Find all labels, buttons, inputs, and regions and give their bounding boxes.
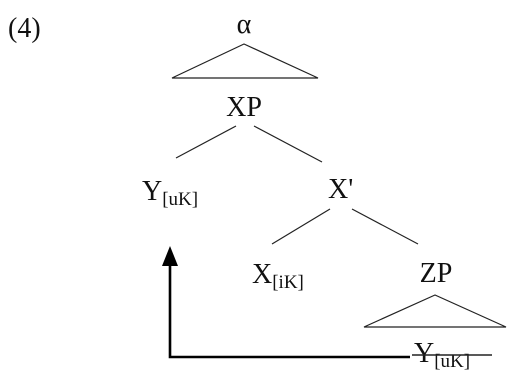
example-number: (4): [8, 13, 41, 44]
edge-xbar-zp: [351, 208, 419, 245]
alpha-triangle: [171, 43, 319, 79]
node-xp: XP: [226, 92, 262, 123]
node-y-trace-feature: [uK]: [434, 351, 470, 372]
node-x-head: X[iK]: [252, 259, 304, 293]
node-zp: ZP: [420, 258, 453, 289]
edge-xp-xbar: [253, 125, 323, 163]
node-y-trace: Y[uK]: [414, 338, 470, 372]
node-x-bar: X': [328, 174, 353, 205]
node-x-head-feature: [iK]: [272, 272, 304, 293]
node-y-spec-label: Y: [142, 176, 162, 207]
node-x-head-label: X: [252, 259, 272, 290]
zp-triangle: [363, 294, 507, 328]
node-y-spec-feature: [uK]: [162, 189, 198, 210]
movement-arrowhead: [162, 246, 178, 266]
edge-xbar-x: [271, 208, 331, 245]
movement-arrow: [168, 262, 410, 359]
node-y-spec: Y[uK]: [142, 176, 198, 210]
edge-xp-y: [175, 125, 237, 159]
node-y-trace-label: Y: [414, 338, 434, 369]
node-alpha: α: [237, 9, 252, 40]
